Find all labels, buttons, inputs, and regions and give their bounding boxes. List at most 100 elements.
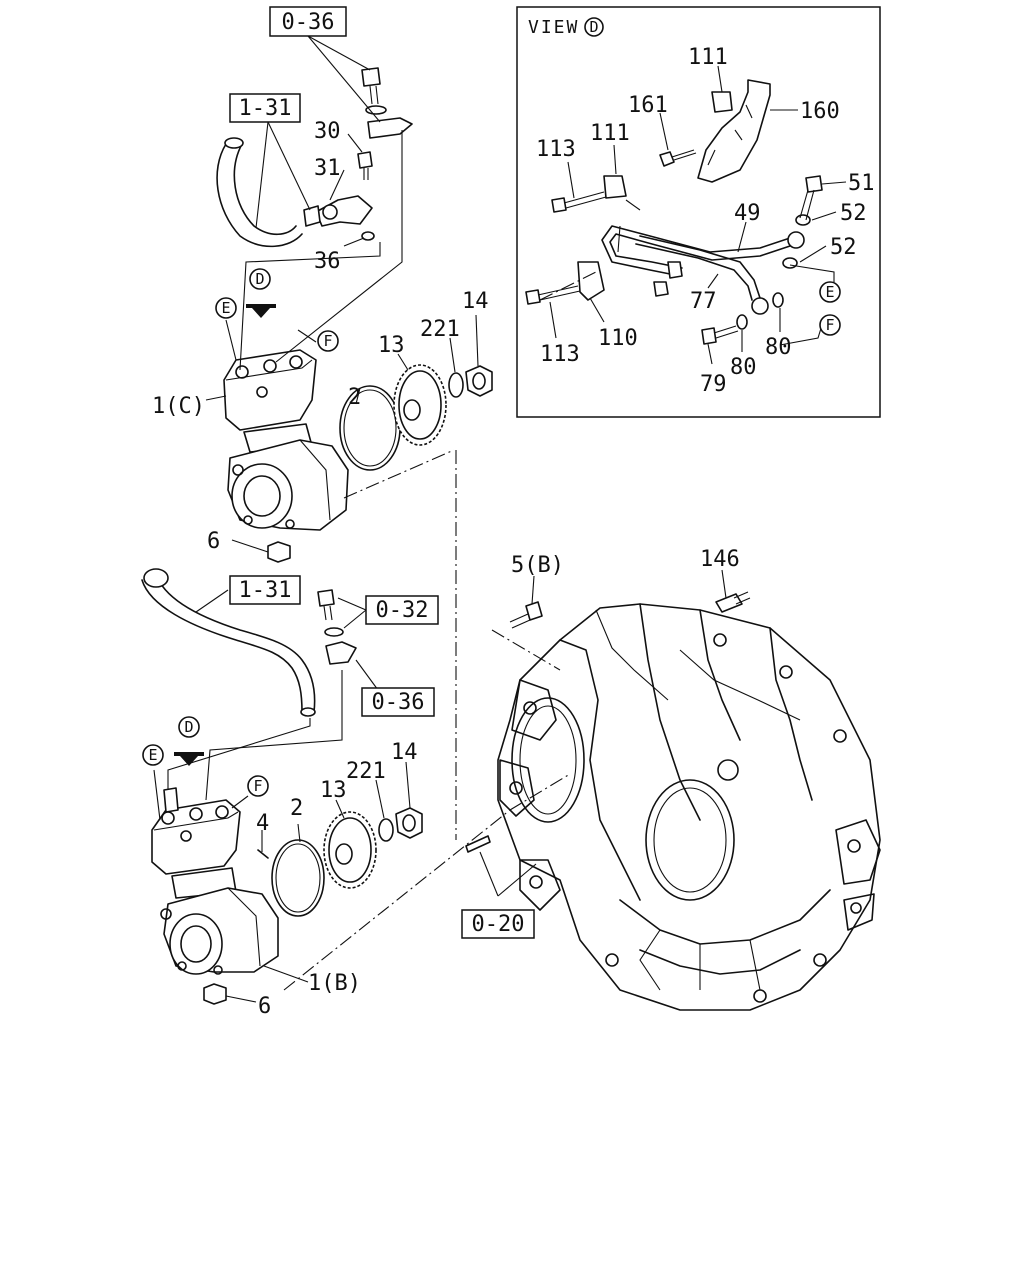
bolt-30: [357, 151, 373, 169]
label-1b: 1(B): [308, 971, 361, 996]
label-221-upper: 221: [420, 317, 460, 342]
washer-80-right: [772, 292, 784, 308]
centerline-lower: [283, 773, 571, 991]
washer-221-lower: [378, 818, 394, 842]
label-1c: 1(C): [152, 394, 205, 419]
lower-assembly: [141, 568, 423, 1005]
label-111-top: 111: [688, 45, 728, 70]
nut-6-upper: [267, 541, 291, 563]
centerline-upper: [343, 449, 455, 499]
nut-14-lower: [395, 807, 423, 839]
label-113-top: 113: [536, 137, 576, 162]
bolt-0-32: [317, 589, 335, 607]
marker-e-upper: E: [221, 299, 230, 317]
marker-f-lower: F: [253, 777, 262, 795]
label-49: 49: [734, 201, 761, 226]
hose-lower: [141, 579, 303, 713]
nut-6-lower: [203, 983, 227, 1005]
view-d-frame: [516, 6, 881, 418]
compressor-1b-port: [163, 787, 179, 813]
banjo-fitting-top: [367, 117, 413, 139]
bolt-51: [805, 175, 823, 193]
upper-assembly: [205, 35, 493, 563]
label-13-lower: 13: [320, 778, 347, 803]
label-77: 77: [690, 289, 717, 314]
reference-boxes: 0-36 1-31 1-31 0-32 0-36 0-20: [229, 6, 535, 939]
label-52-mid: 52: [830, 235, 857, 260]
flywheel-housing: [465, 591, 881, 1011]
centerline-view: [539, 269, 601, 301]
washer-52-mid: [782, 257, 798, 269]
marker-f-upper: F: [323, 332, 332, 350]
label-4: 4: [256, 811, 269, 836]
hose-upper: [216, 143, 303, 248]
washer-221-upper: [448, 372, 464, 398]
nut-14-upper: [465, 365, 493, 397]
label-113-bottom: 113: [540, 342, 580, 367]
label-2-upper: 2: [348, 385, 361, 410]
label-6-lower: 6: [258, 994, 271, 1019]
marker-e-lower: E: [148, 746, 157, 764]
bolt-5b: [525, 601, 543, 621]
flywheel-housing-body: [497, 603, 881, 1011]
label-5b: 5(B): [511, 553, 564, 578]
bolt-113-bottom: [525, 289, 541, 305]
ref-0-36-top: 0-36: [282, 10, 335, 35]
label-160: 160: [800, 99, 840, 124]
bolt-77: [653, 281, 669, 297]
circle-markers: D E F D E F E F: [142, 268, 841, 797]
gear-13-lower: [323, 811, 377, 889]
washer-52-top: [795, 214, 811, 226]
view-marker: D: [589, 18, 598, 36]
view-d-panel: VIEW D: [516, 6, 881, 418]
centerline-bolt: [491, 629, 561, 671]
clip-110: [577, 261, 605, 301]
ref-1-31-mid: 1-31: [239, 578, 292, 603]
banjo-fitting-lower: [325, 641, 357, 665]
bracket-160: [697, 79, 771, 183]
view-marker-circle: [584, 17, 604, 37]
part-labels: 30 31 36 1(C) 2 13 221 14 6 5(B) 146 4 2…: [152, 45, 875, 1019]
gear-13-upper: [393, 364, 447, 446]
label-80-right: 80: [765, 335, 792, 360]
label-36: 36: [314, 249, 341, 274]
label-110: 110: [598, 326, 638, 351]
banjo-49: [787, 231, 805, 249]
pipe-77: [639, 235, 761, 299]
fitting-146: [715, 593, 743, 613]
bolt-113-top: [551, 197, 567, 213]
label-13-upper: 13: [378, 333, 405, 358]
ref-0-20: 0-20: [472, 912, 525, 937]
view-title: VIEW: [528, 17, 579, 38]
label-6-upper: 6: [207, 529, 220, 554]
washer-80-left: [736, 314, 748, 330]
label-2-lower: 2: [290, 796, 303, 821]
marker-d-upper: D: [255, 270, 264, 288]
label-14-upper: 14: [462, 289, 489, 314]
banjo-bolt-top: [361, 67, 381, 87]
arrow-d-upper: [246, 304, 276, 318]
ref-0-32: 0-32: [376, 598, 429, 623]
label-31: 31: [314, 156, 341, 181]
label-146: 146: [700, 547, 740, 572]
label-79: 79: [700, 372, 727, 397]
nut-77: [667, 261, 683, 279]
label-14-lower: 14: [391, 740, 418, 765]
dowel-0-20: [465, 835, 491, 853]
seal-36: [361, 231, 375, 241]
pin-4: [257, 849, 269, 859]
pipe-49: [601, 225, 791, 277]
marker-e-view: E: [825, 283, 834, 301]
label-161: 161: [628, 93, 668, 118]
arrow-d-lower: [174, 752, 204, 766]
o-ring-2-lower: [271, 839, 325, 917]
bolt-79: [701, 327, 717, 345]
washer-0-32: [324, 627, 344, 637]
label-52-top: 52: [840, 201, 867, 226]
label-51: 51: [848, 171, 875, 196]
label-30: 30: [314, 119, 341, 144]
marker-d-lower: D: [184, 718, 193, 736]
marker-f-view: F: [825, 316, 834, 334]
label-80-left: 80: [730, 355, 757, 380]
